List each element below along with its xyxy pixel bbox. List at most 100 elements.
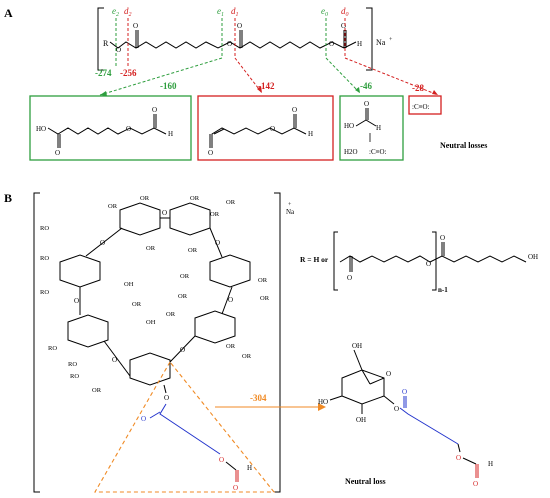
frag-formate-o2: O	[473, 480, 478, 488]
fragment-box-28	[408, 95, 442, 115]
oh-1: OH	[124, 281, 134, 288]
box3-c-o	[355, 119, 367, 127]
or-4: OR	[210, 211, 220, 218]
frag-formate-h: H	[488, 460, 493, 468]
blue-o: O	[141, 415, 146, 423]
box2-ester-o: O	[270, 125, 275, 133]
arrowhead-d1	[257, 86, 262, 93]
panel-b-label: B	[4, 191, 12, 205]
or-2: OR	[190, 195, 200, 202]
blue-chain	[159, 403, 221, 455]
or-9: OR	[258, 277, 268, 284]
box1-ho: HO	[36, 125, 46, 133]
chain-link	[163, 384, 167, 394]
box3-ho: HO	[344, 122, 354, 130]
ro-6: RO	[70, 373, 79, 380]
bracket-left	[97, 7, 104, 71]
box1-formyl-o: O	[152, 106, 157, 114]
neutral-loss-label: Neutral loss	[345, 477, 386, 486]
formate-h: H	[247, 464, 252, 472]
chain-ester-o: O	[164, 394, 169, 402]
arrow-d0	[344, 57, 439, 96]
ro-5: RO	[68, 361, 77, 368]
or-14: OR	[226, 343, 236, 350]
or-8: OR	[180, 273, 190, 280]
fragment-box-142	[197, 95, 334, 161]
box2-formyl-o: O	[292, 106, 297, 114]
ring-o-7: O	[100, 239, 105, 247]
ro-1: RO	[40, 225, 49, 232]
frag-ho: HO	[318, 398, 328, 406]
frag-formate-bond	[462, 457, 477, 465]
or-13: OR	[166, 311, 176, 318]
loss-160-label: -160	[160, 81, 177, 91]
box4-co: :C≡O:	[412, 103, 430, 111]
loss-142-label: -142	[258, 81, 275, 91]
carbonyl-o-2: O	[237, 22, 242, 30]
box1-ester-o: O	[126, 125, 131, 133]
box1-chain	[47, 127, 167, 135]
loss-304-label: -304	[250, 393, 267, 403]
r-bracket-left	[333, 231, 338, 291]
r-chain	[339, 255, 527, 263]
or-6: OR	[146, 245, 156, 252]
ring-o-6: O	[74, 297, 79, 305]
box3-h: H	[376, 124, 381, 132]
glucose-unit-5	[129, 352, 171, 386]
box1-h: H	[168, 130, 173, 138]
cleavage-d1: d1	[231, 6, 239, 18]
box3-co: :C≡O:	[369, 148, 387, 156]
arrowhead-e1	[100, 91, 107, 96]
cleavage-d2: d2	[124, 6, 132, 18]
or-1: OR	[140, 195, 150, 202]
glucose-unit-2	[169, 202, 211, 236]
sodium-label: Na	[376, 38, 386, 47]
arrow-d1	[234, 57, 263, 94]
glycosidic-links	[79, 217, 233, 377]
fragment-box-46	[339, 95, 404, 161]
carbonyl-o-3: O	[341, 22, 346, 30]
box2-o-bottom: O	[208, 149, 213, 157]
or-15: OR	[242, 353, 252, 360]
substituent-labels: OR OR OR OR OR RO OR OR OR OR OR OR RO R…	[40, 195, 270, 394]
r-bracket-right	[432, 231, 437, 291]
oh-2: OH	[146, 319, 156, 326]
arrow-e0	[325, 57, 361, 94]
frag-formate-o: O	[456, 454, 461, 462]
glucose-unit-3	[209, 254, 251, 288]
glucose-unit-6	[67, 314, 109, 348]
frag-blue-o: O	[402, 388, 407, 396]
cleavage-e1: e1	[217, 6, 224, 18]
cleavage-d0: d0	[341, 6, 349, 18]
ro-2: RO	[40, 255, 49, 262]
panel-b-sodium: Na	[286, 208, 295, 216]
box1-carbonyl-o: O	[55, 149, 60, 157]
ester-o-3: O	[329, 40, 334, 48]
r-definition: R = H or	[300, 255, 329, 264]
r-ester-o: O	[426, 260, 431, 268]
or-16: OR	[92, 387, 102, 394]
cleavage-e2: e2	[112, 6, 119, 18]
panel-b-bracket-right	[274, 192, 281, 493]
box3-h2o: H2O	[344, 148, 358, 156]
or-12: OR	[132, 301, 142, 308]
arrowhead-e0	[355, 87, 360, 93]
neutral-losses-label: Neutral losses	[440, 141, 487, 150]
formate-bond	[225, 461, 237, 471]
formyl-h: H	[357, 40, 362, 48]
box2-chain	[211, 127, 307, 148]
frag-blue-chain	[399, 407, 459, 445]
glucose-unit-1	[119, 202, 161, 236]
panel-b-sodium-charge: +	[288, 202, 292, 208]
arrowhead-d0	[432, 90, 438, 95]
cyclodextrin-ring	[59, 202, 251, 386]
r-carbonyl-o: O	[347, 274, 352, 282]
ester-o-1: O	[116, 46, 121, 54]
r-group-label: R	[103, 39, 109, 48]
loss-256-label: -256	[120, 68, 137, 78]
box3-c-h	[365, 119, 377, 127]
fragment-box-160	[29, 95, 192, 161]
ring-o-5: O	[112, 356, 117, 364]
frag-oh-bottom: OH	[356, 416, 366, 424]
